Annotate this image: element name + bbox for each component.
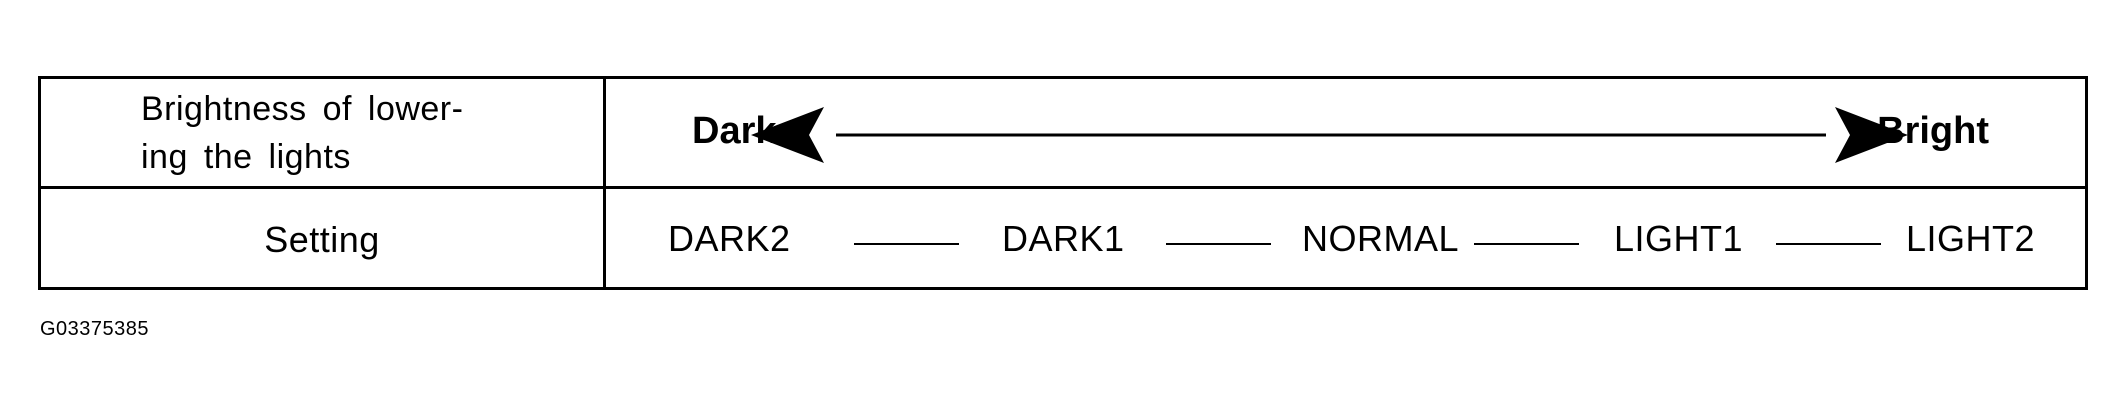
double-headed-arrow-icon xyxy=(751,107,1908,163)
level-dark1: DARK1 xyxy=(1002,218,1125,259)
level-connector xyxy=(1474,243,1579,245)
setting-cell: Setting xyxy=(41,189,603,290)
level-normal: NORMAL xyxy=(1302,218,1460,259)
level-light2: LIGHT2 xyxy=(1906,218,2036,259)
setting-label: Setting xyxy=(264,218,380,260)
level-connector xyxy=(1166,243,1271,245)
level-dark2: DARK2 xyxy=(668,218,791,259)
level-connector xyxy=(854,243,959,245)
bright-label: Bright xyxy=(1877,110,1989,152)
brightness-header-label: Brightness of lower- ing the lights xyxy=(141,90,464,176)
column-divider xyxy=(603,79,606,287)
level-light1: LIGHT1 xyxy=(1614,218,1744,259)
setting-levels-cell: DARK2 DARK1 NORMAL LIGHT1 LIGHT2 xyxy=(606,189,2085,290)
level-connector xyxy=(1776,243,1881,245)
brightness-table: Brightness of lower- ing the lights Dark… xyxy=(38,76,2088,290)
figure-code: G03375385 xyxy=(40,318,150,340)
brightness-scale-cell: Dark Bright xyxy=(606,79,2085,186)
brightness-header-cell: Brightness of lower- ing the lights xyxy=(41,79,603,186)
row-divider xyxy=(41,186,2085,189)
